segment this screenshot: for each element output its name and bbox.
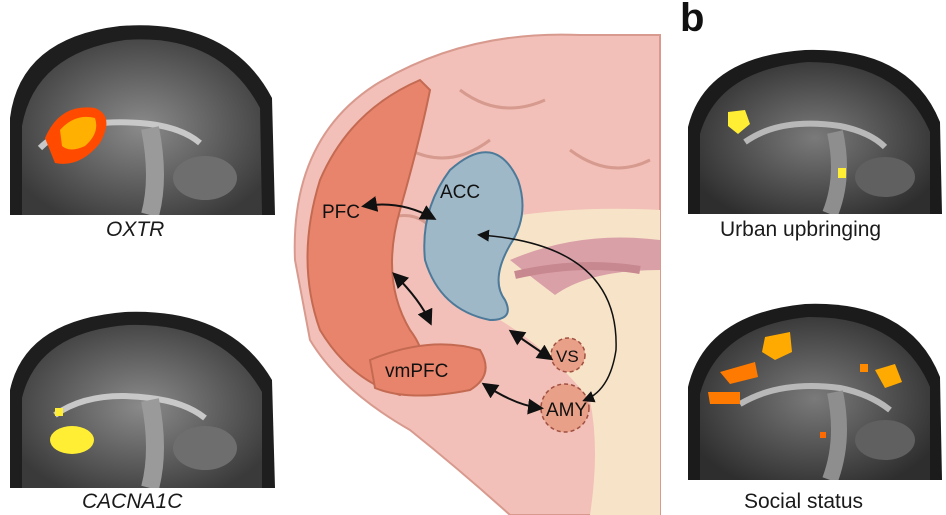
label-pfc: PFC [322, 202, 360, 223]
label-vmpfc: vmPFC [385, 361, 448, 382]
arrow-pfc-acc [361, 196, 437, 220]
label-vs: VS [556, 347, 579, 366]
label-oxtr: OXTR [106, 218, 165, 241]
mri-oxtr-image [0, 8, 275, 215]
panel-b-letter: b [680, 0, 705, 40]
arrow-pfc-vmpfc [392, 272, 433, 326]
brain-circuit-diagram: PFC ACC vmPFC VS AMY [293, 33, 661, 515]
mri-cacna1c-image [10, 311, 275, 488]
label-acc: ACC [440, 182, 480, 203]
cacna1c-activation [50, 426, 94, 454]
urban-activation [728, 110, 750, 134]
label-cacna1c: CACNA1C [82, 490, 183, 513]
social-activation-1 [762, 332, 792, 360]
mri-social-status-image [688, 303, 942, 480]
arrow-acc-amy [477, 229, 617, 403]
mri-urban-image [688, 49, 942, 214]
label-urban-upbringing: Urban upbringing [720, 218, 882, 241]
label-amy: AMY [546, 400, 588, 421]
label-social-status: Social status [744, 490, 864, 513]
